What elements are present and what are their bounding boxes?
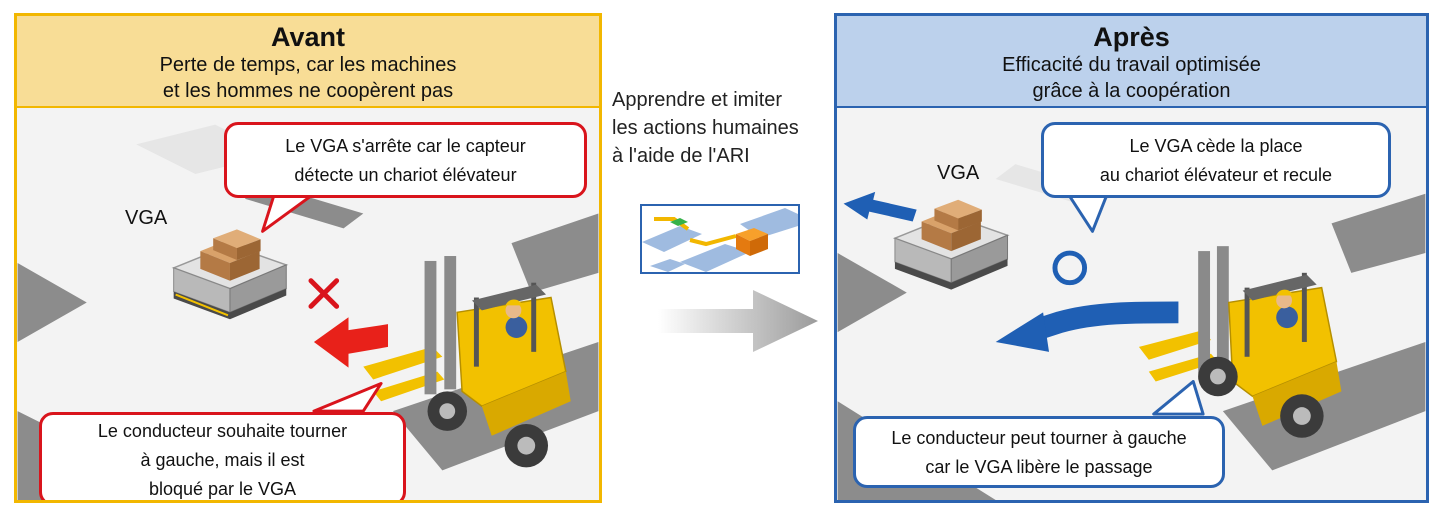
- after-yield-line-1: Le VGA cède la place: [1129, 136, 1303, 156]
- transition-arrow-icon: [658, 290, 818, 352]
- before-driver-line-1: Le conducteur souhaite tourner: [97, 421, 348, 441]
- after-driver-bubble: Le conducteur peut tourner à gauche car …: [853, 416, 1225, 488]
- after-subtitle-line-2: grâce à la coopération: [1032, 80, 1231, 102]
- forklift-icon: [363, 256, 571, 468]
- after-driver-line-1: Le conducteur peut tourner à gauche: [891, 428, 1187, 448]
- after-yield-line-2: au chariot élévateur et recule: [1099, 165, 1333, 185]
- before-sensor-line-2: détecte un chariot élévateur: [294, 165, 517, 185]
- before-sensor-line-1: Le VGA s'arrête car le capteur: [285, 136, 526, 156]
- before-header: Avant Perte de temps, car les machines e…: [17, 16, 599, 108]
- arrow-icon: [313, 317, 389, 368]
- after-header: Après Efficacité du travail optimisée gr…: [837, 16, 1426, 108]
- middle-line-1: Apprendre et imiter: [612, 89, 783, 111]
- circle-mark-icon: [1052, 250, 1088, 286]
- map-icon: [640, 204, 800, 274]
- before-driver-line-3: bloqué par le VGA: [148, 479, 297, 499]
- before-sensor-bubble: Le VGA s'arrête car le capteur détecte u…: [224, 122, 587, 198]
- before-driver-bubble: Le conducteur souhaite tourner à gauche,…: [39, 412, 406, 500]
- middle-description: Apprendre et imiter les actions humaines…: [612, 86, 834, 170]
- after-subtitle-line-1: Efficacité du travail optimisée: [1002, 54, 1261, 76]
- path-arrow-icon: [1031, 301, 1179, 341]
- after-panel: Après Efficacité du travail optimisée gr…: [834, 13, 1429, 503]
- middle-line-2: les actions humaines: [612, 117, 799, 139]
- before-vga-label: VGA: [125, 207, 168, 229]
- agv-icon: [892, 199, 1010, 290]
- agv-icon: [171, 229, 289, 320]
- forklift-icon: [1138, 246, 1342, 438]
- before-title: Avant: [270, 22, 345, 52]
- before-driver-line-2: à gauche, mais il est: [140, 450, 305, 470]
- before-subtitle-line-1: Perte de temps, car les machines: [159, 54, 457, 76]
- after-driver-line-2: car le VGA libère le passage: [925, 457, 1153, 477]
- before-subtitle-line-2: et les hommes ne coopèrent pas: [162, 80, 454, 102]
- after-yield-bubble: Le VGA cède la place au chariot élévateu…: [1041, 122, 1391, 198]
- after-vga-label: VGA: [937, 162, 980, 184]
- cross-mark-icon: [308, 278, 340, 309]
- after-title: Après: [1093, 22, 1170, 52]
- arrow-icon: [843, 191, 917, 222]
- before-panel: Avant Perte de temps, car les machines e…: [14, 13, 602, 503]
- middle-line-3: à l'aide de l'ARI: [612, 145, 750, 167]
